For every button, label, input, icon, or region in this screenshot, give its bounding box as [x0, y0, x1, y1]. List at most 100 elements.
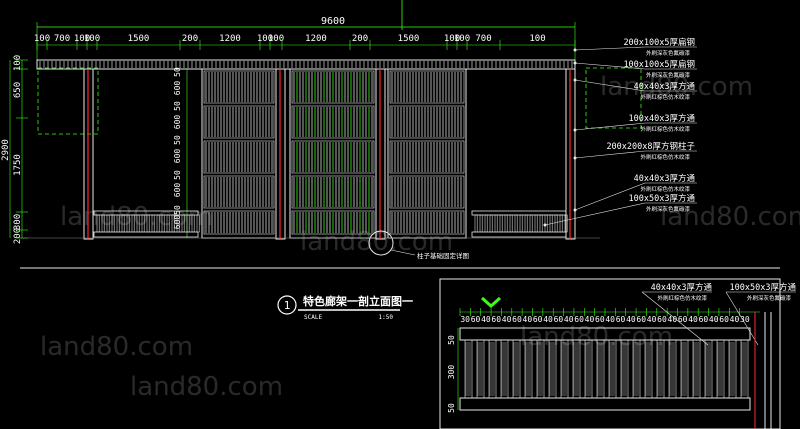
callout-leader — [574, 62, 646, 70]
rail-slat — [191, 214, 195, 233]
detail-slat — [668, 339, 677, 399]
detail-callout-leader — [641, 291, 709, 346]
detail-slat — [488, 339, 497, 399]
detail-slat — [560, 339, 569, 399]
rail-slat — [474, 214, 478, 233]
left-dimension-label: 300 — [13, 214, 23, 230]
rail-slat — [519, 214, 523, 233]
top-dimension-label: 200 — [352, 34, 368, 44]
detail-top-dimension-label: 60 — [512, 315, 522, 324]
hidden-outline-right — [585, 67, 642, 129]
rail-slat — [539, 214, 543, 233]
screen-panel-row — [203, 70, 275, 104]
detail-slat — [500, 339, 509, 399]
rail-slat — [554, 214, 558, 233]
base-detail-circle — [368, 230, 394, 256]
chevron-down-icon — [481, 296, 501, 309]
callout-size: 100x40x3厚方通 — [629, 113, 696, 124]
drawing-number-circle — [277, 295, 297, 315]
rail-slat — [564, 214, 568, 233]
callout-spec: 外刷红棕色仿木纹漆 — [640, 125, 690, 133]
top-dimension-label: 100 — [454, 34, 470, 44]
detail-slat — [632, 339, 641, 399]
detail-slat — [596, 339, 605, 399]
rail-slat — [176, 214, 180, 233]
detail-top-dimension-label: 30 — [460, 315, 470, 324]
screen-panel-row — [203, 175, 275, 209]
rail-slat — [161, 214, 165, 233]
detail-top-dimension-label: 30 — [740, 315, 750, 324]
screen-panel-row — [291, 210, 375, 235]
beam-hatch — [39, 61, 573, 68]
detail-top-dimension-label: 40 — [605, 315, 615, 324]
rail-slat — [484, 214, 488, 233]
callout-size: 40x40x3厚方通 — [634, 173, 696, 184]
detail-left-dimension-label: 50 — [447, 335, 456, 345]
detail-left-dimension-label: 300 — [447, 365, 456, 380]
drawing-number: 1 — [284, 299, 291, 312]
watermark-text: land80.com — [520, 322, 673, 352]
detail-top-dimension-label: 60 — [533, 315, 543, 324]
detail-top-dimension-label: 40 — [481, 315, 491, 324]
rail-slat — [126, 214, 130, 233]
detail-slat — [536, 339, 545, 399]
rail-slat — [156, 214, 160, 233]
panel-dimension-label: 50 — [173, 170, 182, 180]
callout-spec: 外刷深灰色氟碳漆 — [646, 49, 691, 57]
detail-slat — [716, 339, 725, 399]
title-block: 1 特色廊架一剖立面图一 SCALE 1:50 — [277, 294, 413, 321]
callout-dot — [573, 156, 577, 160]
detail-top-dimension-label: 40 — [502, 315, 512, 324]
rail-slat — [534, 214, 538, 233]
callout-size: 100x100x5厚扁钢 — [623, 59, 695, 70]
detail-slat — [512, 339, 521, 399]
material-callouts: 200x100x5厚扁钢外刷深灰色氟碳漆100x100x5厚扁钢外刷深灰色氟碳漆… — [543, 37, 697, 227]
detail-top-dimension-label: 40 — [585, 315, 595, 324]
detail-slat — [656, 339, 665, 399]
top-dimension-label: 100 — [529, 34, 545, 44]
detail-frame — [439, 278, 781, 429]
watermark-text: land80.com — [660, 202, 800, 232]
panel-dimension-label: 50 — [173, 101, 182, 111]
rail-bottom — [471, 231, 567, 238]
callout-leader — [574, 150, 646, 159]
detail-slat — [548, 339, 557, 399]
top-dimension-label: 100 — [268, 34, 284, 44]
detail-top-dimension-label: 40 — [688, 315, 698, 324]
panel-dimension-label: 600 — [173, 115, 182, 130]
detail-slat — [740, 339, 749, 399]
lower-railings — [93, 210, 568, 238]
screen-panel-row — [203, 140, 275, 174]
detail-bottom-rail — [459, 397, 751, 411]
screen-panel-row — [389, 70, 465, 104]
watermark-text: land80.com — [60, 202, 213, 232]
detail-slat — [584, 339, 593, 399]
detail-top-dimension-label: 40 — [626, 315, 636, 324]
left-dimension-label: 1750 — [13, 154, 23, 176]
drawing-title: 特色廊架一剖立面图一 — [303, 294, 413, 308]
panel-dimension-label: 600 — [173, 81, 182, 96]
detail-top-dimension-label: 40 — [668, 315, 678, 324]
detail-top-dimension-label: 60 — [574, 315, 584, 324]
callout-leader — [574, 79, 646, 92]
detail-slat — [620, 339, 629, 399]
detail-top-dimension-label: 40 — [523, 315, 533, 324]
panel-dimension-label: 50 — [173, 135, 182, 145]
detail-slat — [476, 339, 485, 399]
rail-slat — [101, 214, 105, 233]
rail-slat — [116, 214, 120, 233]
rail-slat — [171, 214, 175, 233]
top-dimension-label: 100 — [444, 34, 460, 44]
screen-panel-row — [389, 210, 465, 235]
callout-spec: 外刷红棕色仿木纹漆 — [640, 153, 690, 161]
detail-callout-size: 40x40x3厚方通 — [651, 282, 713, 293]
rail-slat — [494, 214, 498, 233]
detail-top-dimension-label: 40 — [543, 315, 553, 324]
top-dimension-label: 100 — [84, 34, 100, 44]
rail-slat — [479, 214, 483, 233]
callout-dot — [543, 223, 547, 227]
rail-slat — [529, 214, 533, 233]
